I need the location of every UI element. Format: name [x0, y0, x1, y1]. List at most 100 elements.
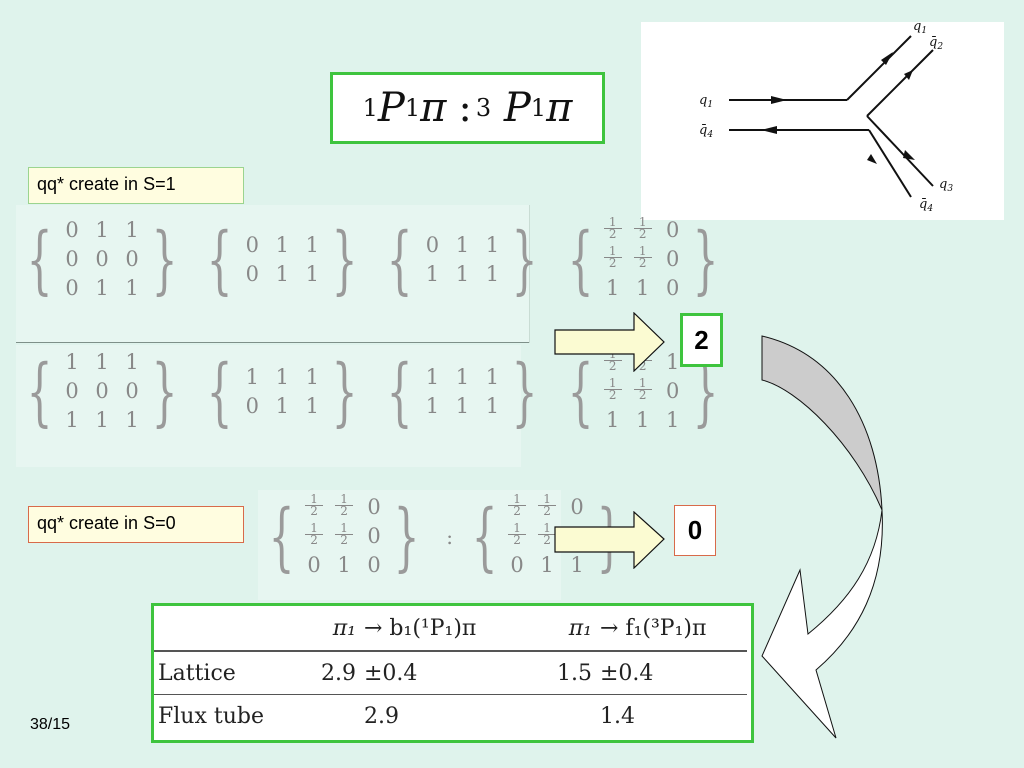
table-header-cell	[154, 606, 282, 652]
matrix-cell: 1	[125, 276, 139, 300]
matrix-cell: 1	[275, 393, 289, 418]
left-brace: {	[206, 216, 233, 303]
matrix-cell: 0	[125, 379, 139, 403]
matrix-cell: 1	[455, 232, 470, 257]
matrix-cell: 1	[635, 408, 650, 432]
label-q4-bottom-sub: 4	[926, 204, 933, 214]
right-brace: }	[151, 216, 178, 303]
matrix-cell: 0	[665, 276, 680, 300]
matrix-cell: 1	[305, 393, 319, 418]
matrix-cell: 1	[95, 276, 109, 300]
matrix-cell: 0	[65, 218, 79, 242]
page-number: 38/15	[30, 716, 71, 733]
label-q1-left-sub: 1	[707, 100, 713, 110]
label-q3-bottom-sub: 3	[947, 184, 953, 194]
left-brace: {	[386, 348, 413, 435]
matrix-cell: 1	[455, 393, 470, 418]
line-q3-out	[866, 115, 934, 187]
arrow-q1-out	[881, 52, 893, 65]
formula-a-spin: 1	[362, 94, 378, 122]
matrix-cell: 1	[485, 364, 500, 389]
matrix-cell: 0	[245, 393, 259, 418]
decay-width-table: π₁ → b₁(¹P₁)π π₁ → f₁(³P₁)π Lattice 2.9 …	[154, 606, 747, 737]
panel-divider	[16, 342, 529, 343]
matrix-cell: 1	[605, 276, 620, 300]
matrix-cell: 1	[305, 364, 319, 389]
svg-text:q̄4: q̄4	[919, 197, 933, 214]
matrix-cell: 1	[305, 232, 319, 257]
feynman-diagram: q1 q̄4 q1 q̄2 q3 q̄4	[641, 19, 1004, 220]
matrix-cell: 1	[65, 408, 79, 432]
arrow-q4-in	[867, 154, 877, 164]
quark-line-diagram: q1 q̄4 q1 q̄2 q3 q̄4	[699, 19, 953, 214]
matrix-cell: 1	[635, 276, 650, 300]
formula-separator: :	[458, 85, 472, 131]
matrix-cell: 0	[570, 495, 584, 519]
matrix-cell: 0	[245, 232, 259, 257]
svg-text:q3: q3	[939, 177, 953, 194]
right-arrow-s1	[554, 312, 665, 372]
matrix-cell: 1	[95, 350, 109, 374]
matrix-cell: 1	[425, 364, 440, 389]
matrix-cell: 0	[665, 218, 680, 242]
svg-text:q̄2: q̄2	[929, 35, 943, 52]
matrix-cell: 1	[455, 261, 470, 286]
matrix-cell: 1	[125, 218, 139, 242]
table-header-row: π₁ → b₁(¹P₁)π π₁ → f₁(³P₁)π	[154, 606, 747, 652]
table-cell: 1.5	[538, 651, 596, 695]
matrix-cell: 1	[485, 232, 500, 257]
svg-text:q̄4: q̄4	[699, 123, 713, 140]
matrix-cell: 0	[307, 553, 321, 577]
matrix-separator: :	[446, 524, 453, 549]
formula-b-meson: π	[546, 85, 573, 131]
arrow-q2-in	[904, 70, 913, 80]
matrix-cell: 1	[65, 350, 79, 374]
matrix-cell: 0	[367, 524, 381, 548]
matrix-cell: 0	[367, 553, 381, 577]
label-q1-left: q	[699, 93, 707, 108]
matrix-cell: 0	[425, 232, 440, 257]
table-header-cell: π₁	[538, 606, 596, 652]
formula-b-spin: 3	[475, 94, 492, 122]
matrix-cell: 1	[425, 393, 440, 418]
result-s1: 2	[680, 313, 723, 367]
left-brace: {	[567, 348, 594, 435]
formula-a-meson: π	[420, 85, 447, 131]
matrix-cell: 0	[95, 379, 109, 403]
matrix-cell: 0	[245, 261, 259, 286]
left-brace: {	[386, 216, 413, 303]
matrix-cell: 1	[570, 553, 584, 577]
formula-b-state: P	[503, 85, 531, 131]
table-cell: 2.9	[282, 651, 360, 695]
right-brace: }	[151, 348, 178, 435]
label-q3-bottom: q	[939, 177, 947, 192]
right-brace: }	[393, 493, 420, 580]
svg-text:q1: q1	[699, 93, 713, 110]
matrix-row: {111000111}{111011}{111111}{121211212011…	[16, 348, 737, 435]
left-brace: {	[26, 348, 53, 435]
label-q4-left: q̄	[699, 123, 707, 138]
label-q2-top: q̄	[929, 35, 937, 50]
matrix-cell: 1	[275, 261, 289, 286]
matrix-cell: 1	[95, 218, 109, 242]
right-brace: }	[692, 216, 719, 303]
formula-a-sub: 1	[404, 94, 421, 122]
matrix-cell: 1	[337, 553, 351, 577]
matrix-cell: 1	[665, 408, 680, 432]
table-cell	[282, 695, 360, 738]
table-row: Flux tube 2.9 1.4	[154, 695, 747, 738]
